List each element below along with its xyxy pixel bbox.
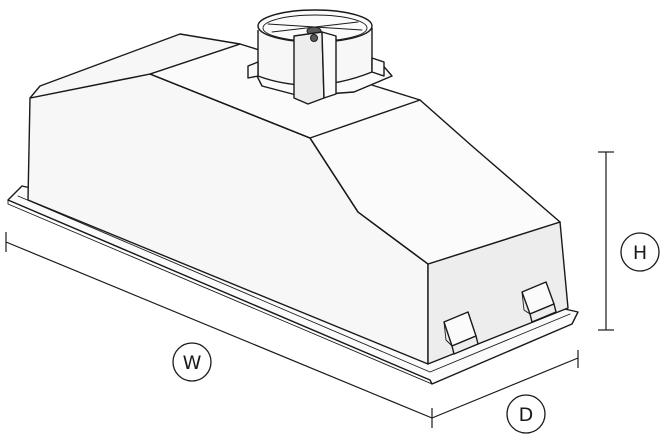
fan-outlet: [247, 9, 393, 105]
clip-right: [521, 281, 557, 323]
hood-body: [27, 33, 569, 365]
height-callout-circle: [620, 232, 660, 272]
depth-label: D: [519, 404, 534, 426]
depth-dimension-line: [431, 357, 579, 419]
width-dimension-line: [5, 241, 433, 419]
height-label: H: [633, 242, 647, 264]
width-callout-circle: [172, 342, 212, 382]
depth-callout-circle: [506, 394, 546, 434]
depth-dimension: D: [431, 350, 579, 434]
width-dimension: W: [5, 232, 433, 428]
height-dimension: H: [598, 151, 660, 331]
width-label: W: [183, 352, 202, 374]
clip-left: [443, 311, 479, 355]
